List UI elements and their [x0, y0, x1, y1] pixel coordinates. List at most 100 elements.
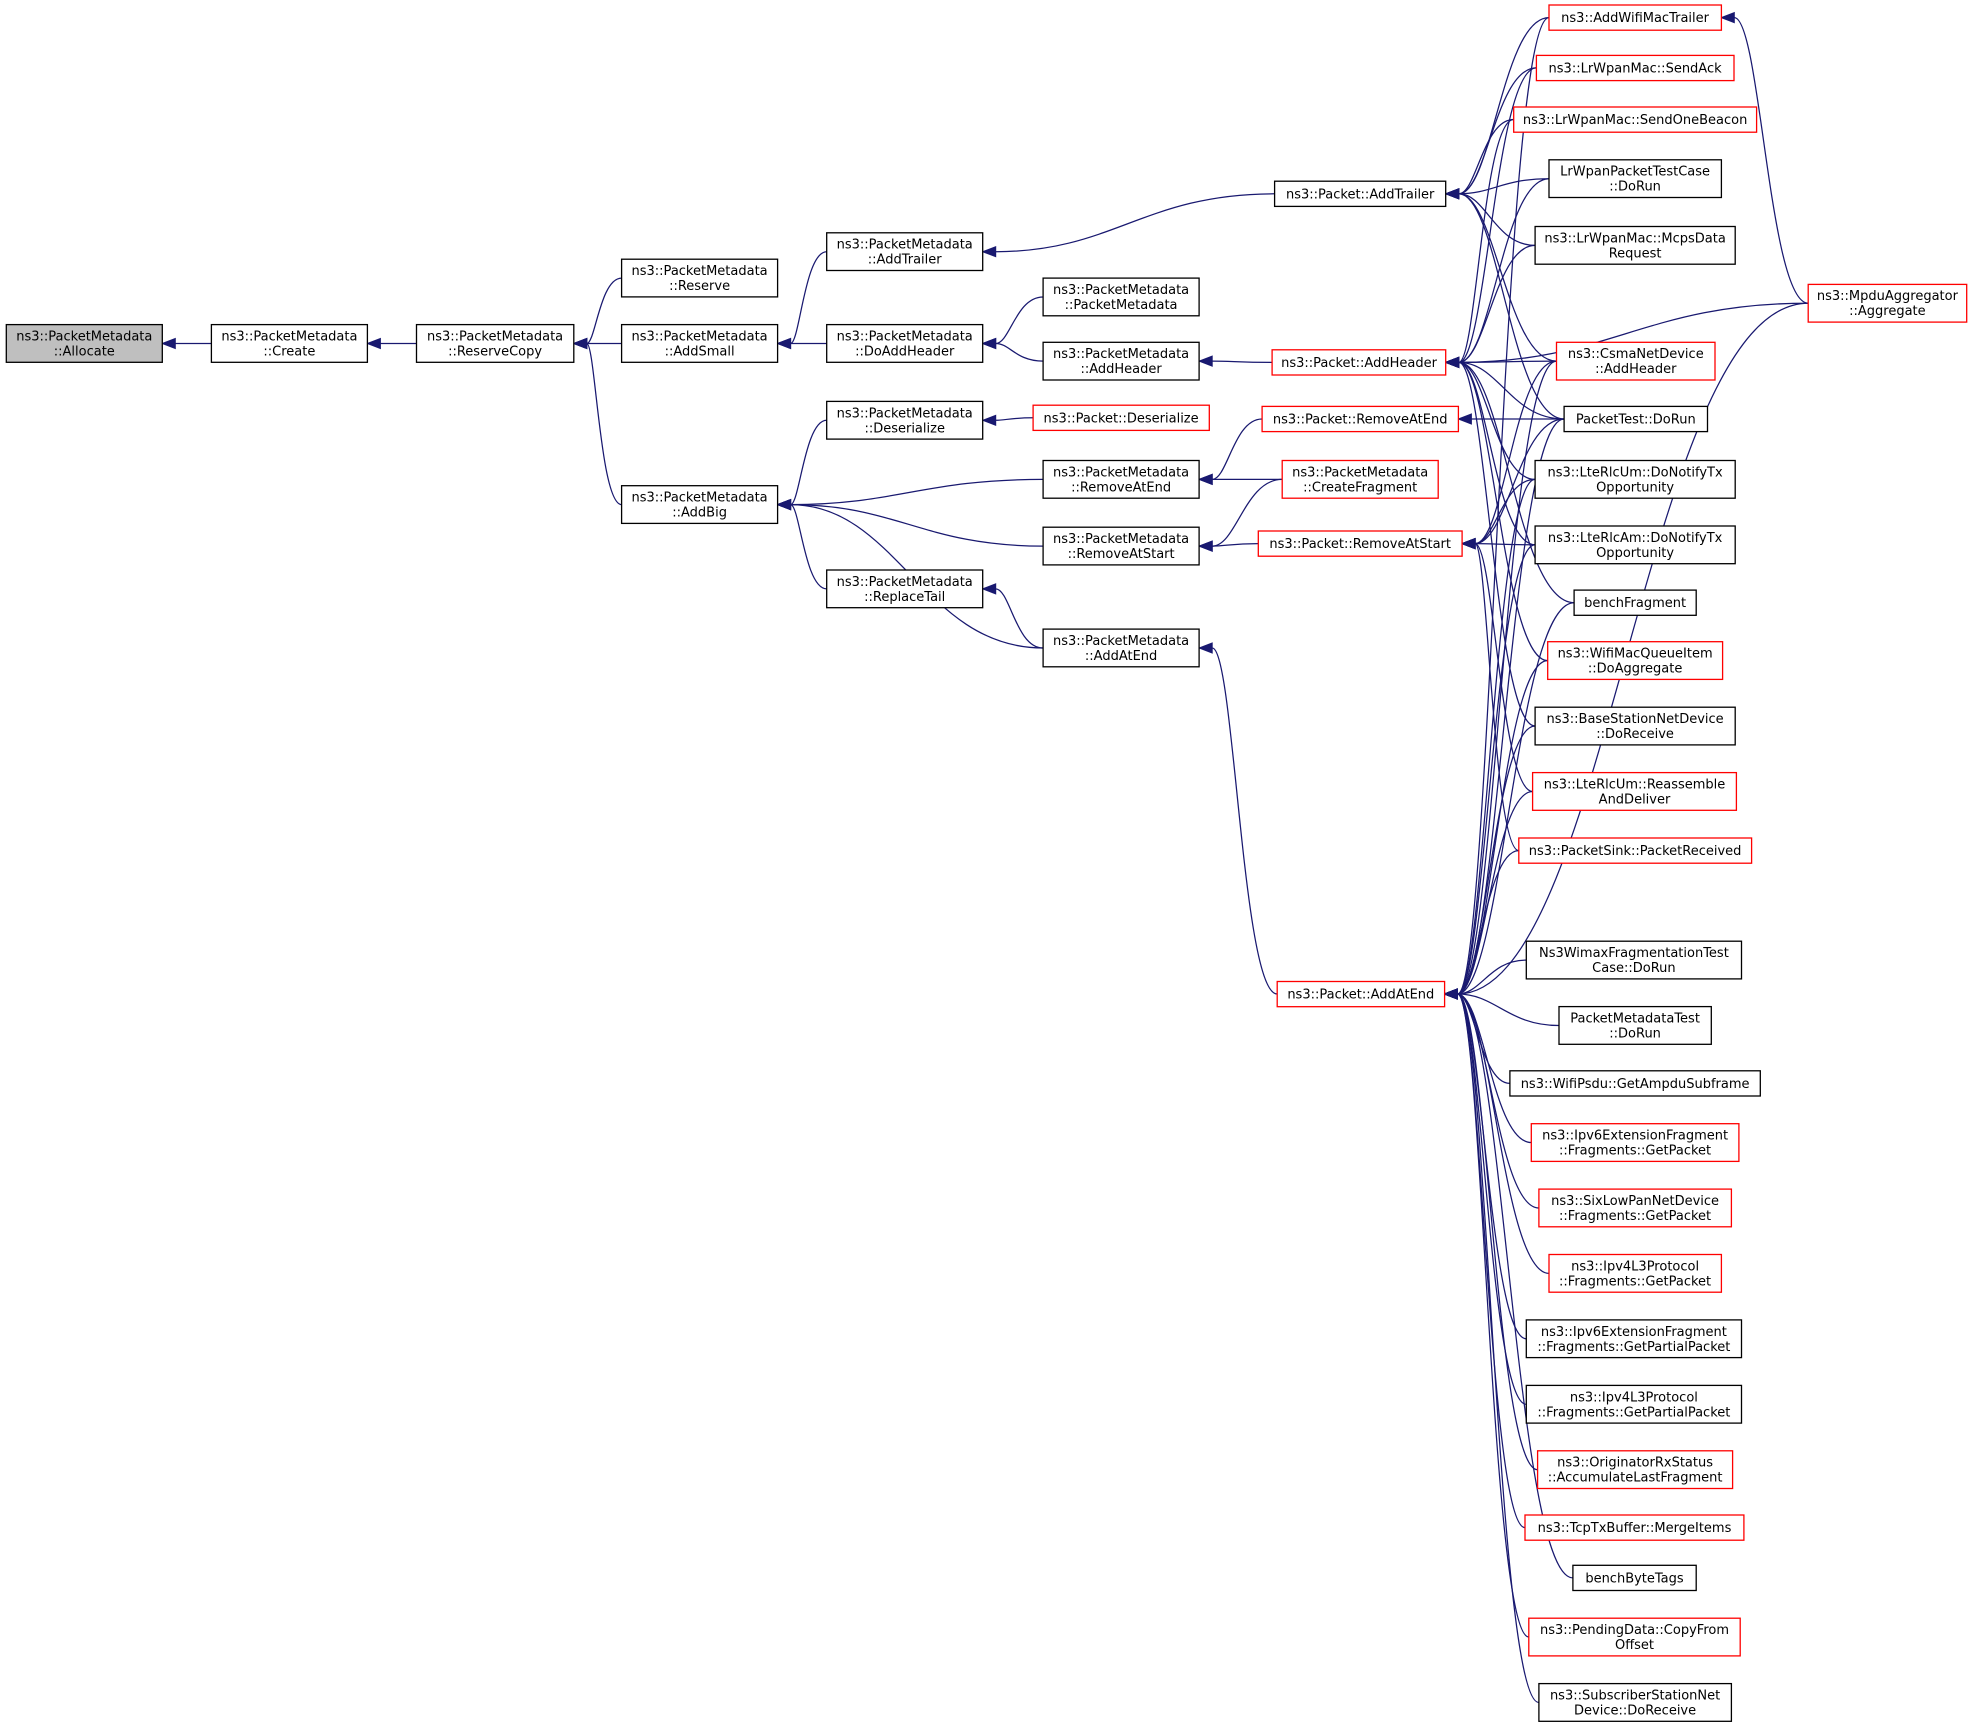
node-ipv6FragGet[interactable]: ns3::Ipv6ExtensionFragment::Fragments::G… — [1530, 1123, 1740, 1163]
edge-line — [1457, 959, 1527, 995]
node-box — [1573, 589, 1697, 616]
node-label-line: ns3::Packet::AddAtEnd — [1287, 988, 1434, 1003]
node-ipv4FragGet[interactable]: ns3::Ipv4L3Protocol::Fragments::GetPacke… — [1548, 1253, 1723, 1293]
node-pmAddTrailer[interactable]: ns3::PacketMetadata::AddTrailer — [826, 232, 984, 272]
node-box — [620, 485, 779, 525]
edge-line — [1457, 993, 1550, 1275]
edge-pmCreateFragment-to-pmRemoveAtEnd — [1197, 473, 1283, 486]
edge-reserve-to-reserveCopy — [572, 277, 622, 350]
node-label-line: ns3::PendingData::CopyFrom — [1540, 1623, 1729, 1638]
edge-line — [1457, 993, 1538, 1471]
node-pmTestDoRun[interactable]: PacketMetadataTest::DoRun — [1558, 1005, 1712, 1045]
node-pmCreateFragment[interactable]: ns3::PacketMetadata::CreateFragment — [1281, 459, 1439, 499]
node-ipv4FragPartial[interactable]: ns3::Ipv4L3Protocol::Fragments::GetParti… — [1525, 1384, 1743, 1424]
node-sinkReceived[interactable]: ns3::PacketSink::PacketReceived — [1518, 837, 1753, 864]
edge-line — [1211, 647, 1278, 995]
node-label-line: ::DoAggregate — [1588, 662, 1683, 677]
node-reserve[interactable]: ns3::PacketMetadata::Reserve — [620, 258, 779, 298]
node-benchByteTags[interactable]: benchByteTags — [1572, 1564, 1697, 1592]
node-pRemoveAtStart[interactable]: ns3::Packet::RemoveAtStart — [1257, 530, 1463, 557]
node-label-line: ::AddHeader — [1595, 362, 1677, 377]
node-lrWpanTestDoRun[interactable]: LrWpanPacketTestCase::DoRun — [1548, 159, 1723, 199]
node-label-line: Opportunity — [1596, 546, 1674, 561]
node-packetTestDoRun[interactable]: PacketTest::DoRun — [1563, 405, 1709, 433]
node-box — [620, 323, 779, 363]
edge-arrowhead — [776, 498, 792, 511]
node-label-line: ns3::PacketMetadata — [837, 575, 973, 590]
node-create[interactable]: ns3::PacketMetadata::Create — [210, 323, 369, 363]
node-label-line: ns3::PacketMetadata — [427, 330, 563, 345]
edge-arrowhead — [981, 337, 997, 350]
node-label-line: ns3::PacketMetadata — [837, 238, 973, 253]
edge-pmCreateFragment-to-pmRemoveAtStart — [1197, 478, 1283, 552]
edge-line — [1474, 542, 1520, 852]
node-mpduAggregate[interactable]: ns3::MpduAggregator::Aggregate — [1807, 283, 1968, 323]
node-bsDoReceive[interactable]: ns3::BaseStationNetDevice::DoReceive — [1534, 706, 1736, 746]
node-label-line: ::Aggregate — [1849, 304, 1926, 319]
edge-line — [995, 588, 1044, 649]
node-replaceTail[interactable]: ns3::PacketMetadata::ReplaceTail — [826, 569, 984, 609]
node-tcpMerge[interactable]: ns3::TcpTxBuffer::MergeItems — [1524, 1514, 1745, 1541]
node-pAddHeader[interactable]: ns3::Packet::AddHeader — [1271, 349, 1447, 376]
node-sendOneBeacon[interactable]: ns3::LrWpanMac::SendOneBeacon — [1513, 106, 1758, 133]
edge-line — [790, 251, 827, 345]
edge-reserveCopy-to-create — [366, 337, 417, 350]
edge-line — [1457, 993, 1527, 1340]
node-label-line: ::AddSmall — [665, 345, 735, 360]
edge-line — [1458, 302, 1809, 364]
node-wifiDoAggregate[interactable]: ns3::WifiMacQueueItem::DoAggregate — [1547, 641, 1724, 681]
node-addSmall[interactable]: ns3::PacketMetadata::AddSmall — [620, 323, 779, 363]
edge-arrowhead — [572, 337, 588, 350]
node-label-line: ::CreateFragment — [1303, 480, 1417, 495]
node-label-line: ::AddBig — [672, 506, 727, 521]
edge-rlcUmNotify-to-pRemoveAtStart — [1460, 478, 1536, 550]
node-label-line: ns3::Ipv6ExtensionFragment — [1542, 1129, 1728, 1144]
edge-arrowhead — [1444, 356, 1460, 369]
node-box — [826, 232, 984, 272]
node-box — [1547, 641, 1724, 681]
node-pAddAtEnd[interactable]: ns3::Packet::AddAtEnd — [1276, 980, 1446, 1008]
node-benchFragment[interactable]: benchFragment — [1573, 589, 1697, 616]
node-allocate[interactable]: ns3::PacketMetadata::Allocate — [5, 323, 163, 363]
node-label-line: ns3::SubscriberStationNet — [1550, 1689, 1720, 1704]
node-label-line: ns3::MpduAggregator — [1817, 289, 1959, 304]
node-csmaAddHeader[interactable]: ns3::CsmaNetDevice::AddHeader — [1555, 341, 1716, 381]
node-box — [1531, 771, 1738, 811]
node-box — [1528, 1617, 1741, 1657]
node-ampduSubframe[interactable]: ns3::WifiPsdu::GetAmpduSubframe — [1509, 1070, 1761, 1097]
node-label-line: ns3::Ipv4L3Protocol — [1571, 1259, 1699, 1274]
node-pmAddHeader[interactable]: ns3::PacketMetadata::AddHeader — [1042, 341, 1200, 381]
node-addBig[interactable]: ns3::PacketMetadata::AddBig — [620, 485, 779, 525]
edge-pDeserialize-to-pmDeserialize — [981, 414, 1034, 427]
node-reserveCopy[interactable]: ns3::PacketMetadata::ReserveCopy — [415, 323, 575, 363]
node-originatorAcc[interactable]: ns3::OriginatorRxStatus::AccumulateLastF… — [1536, 1450, 1734, 1490]
node-label-line: Request — [1609, 246, 1662, 261]
edge-line — [1458, 118, 1514, 195]
node-pmRemoveAtStart[interactable]: ns3::PacketMetadata::RemoveAtStart — [1042, 526, 1200, 566]
node-pmDeserialize[interactable]: ns3::PacketMetadata::Deserialize — [826, 400, 984, 440]
node-pAddTrailer[interactable]: ns3::Packet::AddTrailer — [1273, 180, 1447, 208]
edge-line — [1458, 178, 1550, 195]
node-pmAddAtEnd[interactable]: ns3::PacketMetadata::AddAtEnd — [1042, 628, 1200, 668]
node-addWifiMacTrailer[interactable]: ns3::AddWifiMacTrailer — [1548, 4, 1723, 31]
node-ssDoReceive[interactable]: ns3::SubscriberStationNetDevice::DoRecei… — [1538, 1682, 1733, 1722]
node-pmRemoveAtEnd[interactable]: ns3::PacketMetadata::RemoveAtEnd — [1042, 459, 1200, 499]
node-doAddHeader[interactable]: ns3::PacketMetadata::DoAddHeader — [826, 323, 984, 363]
node-sendAck[interactable]: ns3::LrWpanMac::SendAck — [1535, 54, 1735, 82]
node-box — [826, 569, 984, 609]
node-sixLowPanGet[interactable]: ns3::SixLowPanNetDevice::Fragments::GetP… — [1538, 1188, 1733, 1228]
edge-mpduAggregate-to-addWifiMacTrailer — [1719, 11, 1809, 304]
node-label-line: ns3::PacketMetadata — [632, 491, 768, 506]
node-pRemoveAtEnd[interactable]: ns3::Packet::RemoveAtEnd — [1261, 405, 1460, 433]
node-ipv6FragPartial[interactable]: ns3::Ipv6ExtensionFragment::Fragments::G… — [1525, 1319, 1743, 1359]
node-pDeserialize[interactable]: ns3::Packet::Deserialize — [1032, 404, 1210, 432]
node-label-line: ::DoReceive — [1596, 727, 1674, 742]
node-pmCtor[interactable]: ns3::PacketMetadata::PacketMetadata — [1042, 277, 1200, 317]
node-label-line: benchFragment — [1584, 596, 1686, 611]
